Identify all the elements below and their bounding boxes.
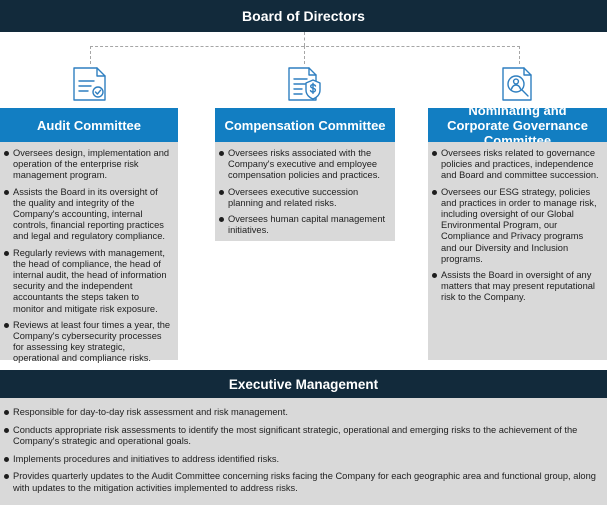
list-item: Assists the Board in its oversight of th… [4, 187, 172, 243]
executive-management-bullets: Responsible for day-to-day risk assessme… [4, 407, 601, 494]
list-item: Conducts appropriate risk assessments to… [4, 425, 601, 447]
connector-drop-nominating [519, 46, 520, 64]
document-person-magnifier-icon [498, 64, 538, 104]
list-item: Responsible for day-to-day risk assessme… [4, 407, 601, 418]
connector-horizontal [90, 46, 520, 47]
executive-management-box: Responsible for day-to-day risk assessme… [0, 398, 607, 505]
board-of-directors-header: Board of Directors [0, 0, 607, 32]
list-item: Regularly reviews with management, the h… [4, 248, 172, 315]
list-item: Oversees human capital management initia… [219, 214, 389, 236]
compensation-committee-bullets: Oversees risks associated with the Compa… [219, 148, 389, 236]
compensation-committee-title: Compensation Committee [224, 117, 386, 133]
executive-management-header: Executive Management [0, 370, 607, 398]
connector-drop-audit [90, 46, 91, 64]
list-item: Oversees executive succession planning a… [219, 187, 389, 209]
list-item: Oversees our ESG strategy, policies and … [432, 187, 601, 265]
audit-committee-header: Audit Committee [0, 108, 178, 142]
connector-vertical-board [304, 32, 305, 46]
document-check-icon [70, 64, 110, 104]
list-item: Oversees design, implementation and oper… [4, 148, 172, 182]
list-item: Assists the Board in oversight of any ma… [432, 270, 601, 304]
nominating-committee-box: Oversees risks related to governance pol… [428, 142, 607, 360]
compensation-committee-header: Compensation Committee [215, 108, 395, 142]
audit-committee-title: Audit Committee [37, 117, 141, 133]
nominating-committee-header: Nominating and Corporate Governance Comm… [428, 103, 607, 148]
list-item: Reviews at least four times a year, the … [4, 320, 172, 365]
list-item: Provides quarterly updates to the Audit … [4, 471, 601, 493]
list-item: Implements procedures and initiatives to… [4, 454, 601, 465]
compensation-committee-box: Oversees risks associated with the Compa… [215, 142, 395, 241]
audit-committee-bullets: Oversees design, implementation and oper… [4, 148, 172, 365]
document-dollar-shield-icon [285, 64, 325, 104]
executive-management-title: Executive Management [228, 376, 379, 392]
board-title: Board of Directors [242, 8, 365, 24]
audit-committee-box: Oversees design, implementation and oper… [0, 142, 178, 363]
nominating-committee-title: Nominating and Corporate Governance Comm… [447, 102, 588, 148]
list-item: Oversees risks associated with the Compa… [219, 148, 389, 182]
connector-drop-compensation [304, 46, 305, 64]
nominating-committee-bullets: Oversees risks related to governance pol… [432, 148, 601, 304]
list-item: Oversees risks related to governance pol… [432, 148, 601, 182]
